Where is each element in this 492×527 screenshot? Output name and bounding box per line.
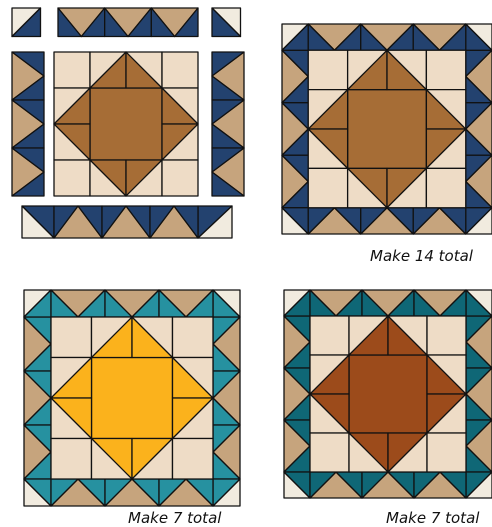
caption-block-teal-gold: Make 7 total	[128, 509, 221, 527]
center-patch	[310, 433, 349, 472]
center-patch	[54, 52, 90, 88]
exploded-top-strip	[12, 8, 241, 37]
center-patch	[426, 50, 465, 89]
center-patch	[426, 168, 465, 207]
block-darkteal-rust	[284, 290, 492, 498]
center-patch	[427, 316, 466, 355]
center-patch	[308, 50, 347, 89]
exploded-block-navy	[12, 8, 244, 238]
star-center	[90, 88, 162, 160]
center-patch	[54, 160, 90, 196]
center-patch	[51, 439, 92, 480]
center-patch	[173, 317, 214, 358]
center-patch	[427, 433, 466, 472]
star-center	[92, 358, 173, 439]
center-patch	[162, 160, 198, 196]
exploded-right-strip	[212, 52, 244, 196]
block-navy-brown	[282, 24, 492, 234]
center-patch	[162, 52, 198, 88]
center-patch	[51, 317, 92, 358]
star-center	[349, 355, 427, 433]
star-center	[348, 90, 427, 169]
caption-block-teal-rust: Make 7 total	[386, 509, 479, 527]
center-patch	[310, 316, 349, 355]
exploded-bottom-strip	[22, 206, 232, 238]
center-patch	[308, 168, 347, 207]
center-patch	[173, 439, 214, 480]
exploded-center-star	[54, 52, 198, 196]
caption-block-navy: Make 14 total	[370, 247, 473, 265]
block-teal-gold	[24, 290, 240, 506]
exploded-left-strip	[12, 52, 44, 196]
